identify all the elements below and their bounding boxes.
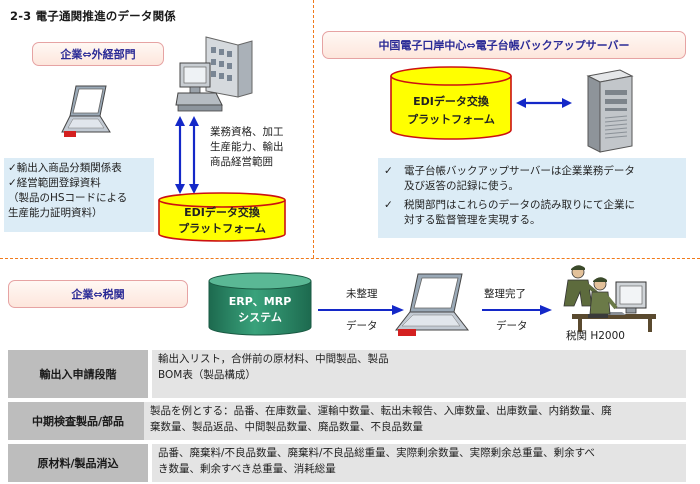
- info-line: （製品のHSコードによる: [8, 192, 128, 204]
- row-line: 製品を例とする：品番、在庫数量、運輸中数量、転出未報告、入庫数量、出庫数量、内銷…: [150, 405, 612, 417]
- edi-platform-cylinder-2: EDIデータ交換 プラットフォーム: [390, 66, 512, 140]
- cylinder-label-line: プラットフォーム: [407, 113, 495, 126]
- side-note-line: 生産能力、輸出: [210, 141, 284, 153]
- row-line: 輸出入リスト，合併前の原材料、中間製品、製品: [158, 353, 389, 365]
- info-line: 生産能力証明資料）: [8, 207, 103, 219]
- laptop-icon: [61, 85, 111, 137]
- cylinder-label-line: ERP、MRP: [228, 295, 292, 308]
- side-note-line: 商品経営範囲: [210, 156, 273, 168]
- enterprise-external-pill: 企業⇔外経部門: [32, 42, 164, 66]
- arrow2-top-label: 整理完了: [484, 288, 526, 300]
- cylinder-label-line: EDIデータ交換: [184, 206, 260, 219]
- row-line: き数量、剰余すべき总重量、消耗総量: [158, 462, 336, 475]
- server-tower-icon: [586, 69, 634, 153]
- cylinder-label-line: システム: [238, 311, 282, 324]
- arrow2-bottom-label: データ: [496, 320, 528, 332]
- vertical-double-arrow: [175, 116, 199, 194]
- check-mark-icon: ✓: [384, 165, 393, 177]
- enterprise-customs-pill: 企業⇔税関: [8, 280, 188, 308]
- side-note-line: 業務資格、加工: [210, 126, 284, 138]
- vertical-divider: [313, 0, 314, 258]
- page-title: 2-3 電子通関推進のデータ関係: [10, 9, 176, 23]
- enterprise-side-note: 業務資格、加工 生産能力、輸出 商品経営範囲: [210, 125, 310, 170]
- row-line: 品番、廃棄料/不良品数量、廃棄料/不良品総重量、実際剰余数量、実際剰余总重量、剰…: [158, 447, 595, 459]
- backup-info-box: ✓ 電子台帳バックアップサーバーは企業業務データ 及び返答の記録に使う。 ✓ 税…: [378, 158, 686, 238]
- note-line: 対する監督管理を実現する。: [404, 214, 541, 226]
- arrow1-top-label: 未整理: [346, 288, 378, 300]
- check-mark-icon: ✓: [384, 199, 393, 211]
- cylinder-label-line: プラットフォーム: [178, 222, 266, 235]
- edi-platform-cylinder-1: EDIデータ交換 プラットフォーム: [158, 192, 286, 242]
- table-row-content: 輸出入リスト，合併前の原材料、中間製品、製品 BOM表（製品構成）: [152, 350, 686, 398]
- customs-officers-icon: [563, 265, 656, 332]
- arrow-right-1: [318, 305, 404, 315]
- note-line: 税関部門はこれらのデータの読み取りにて企業に: [404, 199, 635, 211]
- enterprise-info-box: ✓輸出入商品分類関係表 ✓経営範囲登録資料 （製品のHSコードによる 生産能力証…: [4, 158, 154, 232]
- laptop-icon: [394, 273, 470, 336]
- backup-server-pill: 中国電子口岸中心⇔電子台帳バックアップサーバー: [322, 31, 686, 59]
- row-line: 棄数量、製品返品、中間製品数量、廃品数量、不良品数量: [150, 420, 423, 433]
- table-row-label: 中期検査製品/部品: [8, 402, 148, 440]
- table-row-content: 製品を例とする：品番、在庫数量、運輸中数量、転出未報告、入庫数量、出庫数量、内銷…: [144, 402, 686, 440]
- table-row-content: 品番、廃棄料/不良品数量、廃棄料/不良品総重量、実際剰余数量、実際剰余总重量、剰…: [152, 444, 686, 482]
- horizontal-divider: [0, 258, 700, 259]
- backup-note-2: ✓ 税関部門はこれらのデータの読み取りにて企業に 対する監督管理を実現する。: [384, 198, 680, 228]
- table-row-label: 原材料/製品消込: [8, 444, 148, 482]
- arrow-right-2: [482, 305, 552, 315]
- customs-h2000-label: 税関 H2000: [566, 330, 625, 342]
- cylinder-label-line: EDIデータ交換: [413, 95, 489, 108]
- arrow1-bottom-label: データ: [346, 320, 378, 332]
- info-line: ✓輸出入商品分類関係表: [8, 162, 122, 174]
- backup-note-1: ✓ 電子台帳バックアップサーバーは企業業務データ 及び返答の記録に使う。: [384, 164, 680, 194]
- table-row-label: 輸出入申請段階: [8, 350, 148, 398]
- note-line: 及び返答の記録に使う。: [404, 180, 519, 192]
- note-line: 電子台帳バックアップサーバーは企業業務データ: [404, 165, 635, 177]
- row-line: BOM表（製品構成）: [158, 368, 256, 381]
- office-computer-icon: [175, 36, 253, 112]
- horizontal-double-arrow: [516, 98, 572, 108]
- info-line: ✓経営範囲登録資料: [8, 177, 101, 189]
- erp-mrp-cylinder: ERP、MRP システム: [208, 272, 312, 336]
